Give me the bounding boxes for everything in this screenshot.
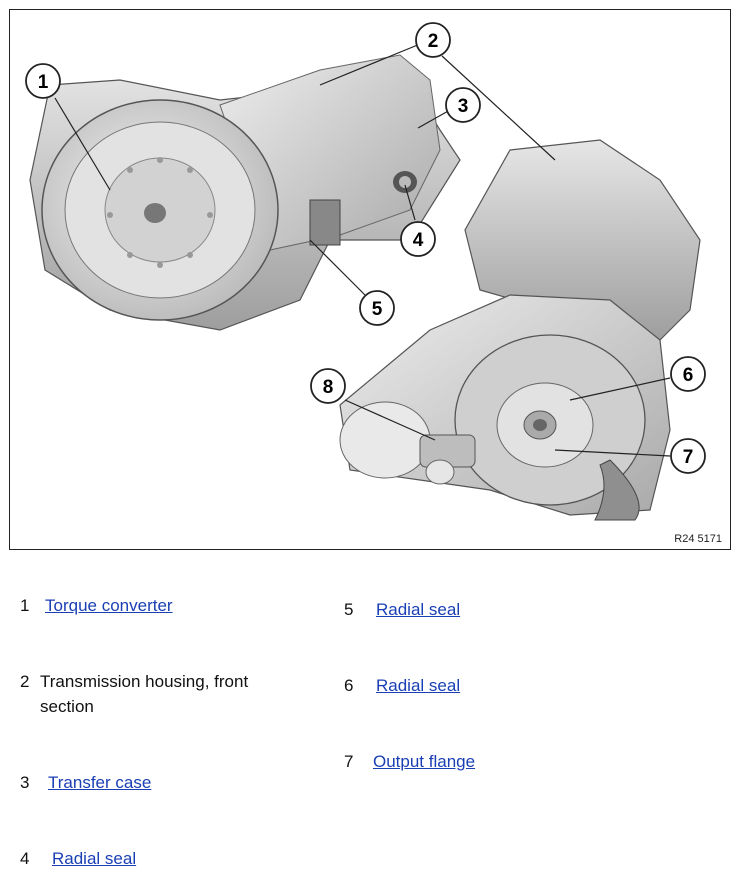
- callout-7: 7: [670, 438, 706, 474]
- legend-number: 2: [20, 672, 30, 691]
- svg-text:5: 5: [372, 299, 383, 320]
- legend-item-2: 2 Transmission housing, front section: [20, 669, 248, 719]
- legend-number: 7: [344, 752, 354, 771]
- callout-1: 1: [25, 63, 61, 99]
- callout-4: 4: [400, 221, 436, 257]
- svg-text:2: 2: [428, 31, 439, 52]
- svg-text:4: 4: [413, 230, 424, 251]
- callouts: 1 2 3 4 5 6 7 8: [25, 22, 706, 474]
- legend-number: 3: [20, 773, 30, 792]
- callout-5: 5: [359, 290, 395, 326]
- legend-item-5: 5 Radial seal: [344, 597, 460, 622]
- legend-item-4: 4 Radial seal: [20, 846, 136, 871]
- legend-item-6: 6 Radial seal: [344, 673, 460, 698]
- figure-frame: 1 2 3 4 5 6 7 8 R24 5171: [9, 9, 731, 550]
- callout-8: 8: [310, 368, 346, 404]
- callout-3: 3: [445, 87, 481, 123]
- link-transfer-case[interactable]: Transfer case: [48, 773, 152, 792]
- left-transmission-drawing: [29, 54, 461, 331]
- transmission-illustration: 1 2 3 4 5 6 7 8: [25, 22, 706, 521]
- legend-number: 1: [20, 596, 30, 615]
- link-output-flange[interactable]: Output flange: [373, 752, 476, 771]
- svg-text:7: 7: [683, 447, 694, 468]
- svg-text:1: 1: [38, 72, 49, 93]
- legend-label-line1: Transmission housing, front: [40, 672, 249, 691]
- legend-item-7: 7 Output flange: [344, 749, 475, 774]
- legend-label-line2: section: [40, 697, 94, 716]
- legend-item-1: 1 Torque converter: [20, 593, 173, 618]
- callout-6: 6: [670, 356, 706, 392]
- legend-number: 6: [344, 676, 354, 695]
- figure-reference-code: R24 5171: [674, 533, 722, 545]
- legend-number: 4: [20, 849, 30, 868]
- link-radial-seal-5[interactable]: Radial seal: [376, 600, 461, 619]
- svg-text:3: 3: [458, 96, 469, 117]
- link-torque-converter[interactable]: Torque converter: [45, 596, 173, 615]
- link-radial-seal-6[interactable]: Radial seal: [376, 676, 461, 695]
- leader-lines: [54, 43, 671, 457]
- legend-number: 5: [344, 600, 354, 619]
- legend-item-3: 3 Transfer case: [20, 770, 151, 795]
- svg-text:6: 6: [683, 365, 694, 386]
- svg-text:8: 8: [323, 377, 334, 398]
- callout-2: 2: [415, 22, 451, 58]
- link-radial-seal-4[interactable]: Radial seal: [52, 849, 137, 868]
- right-transmission-drawing: [339, 139, 701, 521]
